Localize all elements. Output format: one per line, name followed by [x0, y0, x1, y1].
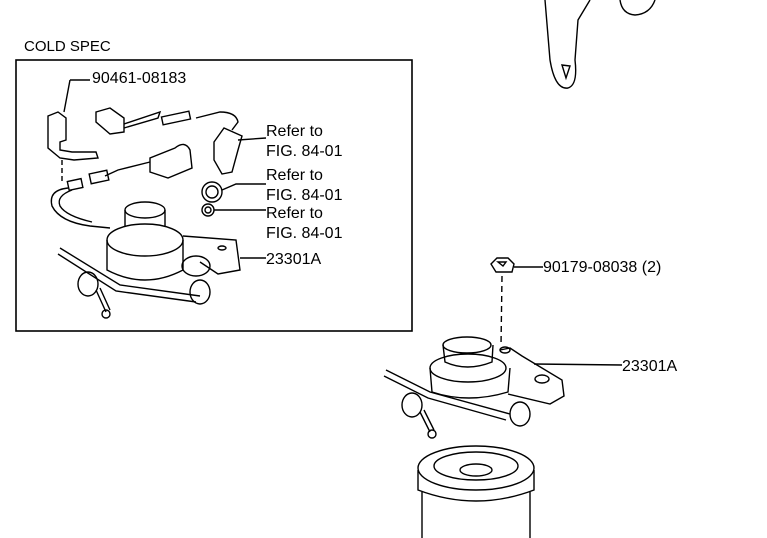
filter-head-illustration: [383, 336, 623, 439]
reference-callout-line2: FIG. 84-01: [266, 187, 343, 204]
nut-illustration: [490, 257, 543, 347]
fuel-filter-cartridge-illustration: [417, 445, 535, 538]
reference-callout-line1: Refer to: [266, 167, 323, 184]
reference-callout-line2: FIG. 84-01: [266, 225, 343, 242]
reference-callout-line2: FIG. 84-01: [266, 143, 343, 160]
inset-title: COLD SPEC: [24, 38, 111, 55]
reference-callout-line1: Refer to: [266, 123, 323, 140]
cold-spec-filter-assembly-illustration: [47, 79, 267, 319]
part-number-callout: 90461-08183: [92, 70, 187, 87]
bracket-illustration: [544, 0, 656, 89]
part-number-callout: 90179-08038 (2): [543, 259, 662, 276]
part-number-callout: 23301A: [622, 358, 678, 375]
cold-spec-inset-frame: [15, 59, 413, 332]
reference-callout-line1: Refer to: [266, 205, 323, 222]
part-number-callout: 23301A: [266, 251, 322, 268]
